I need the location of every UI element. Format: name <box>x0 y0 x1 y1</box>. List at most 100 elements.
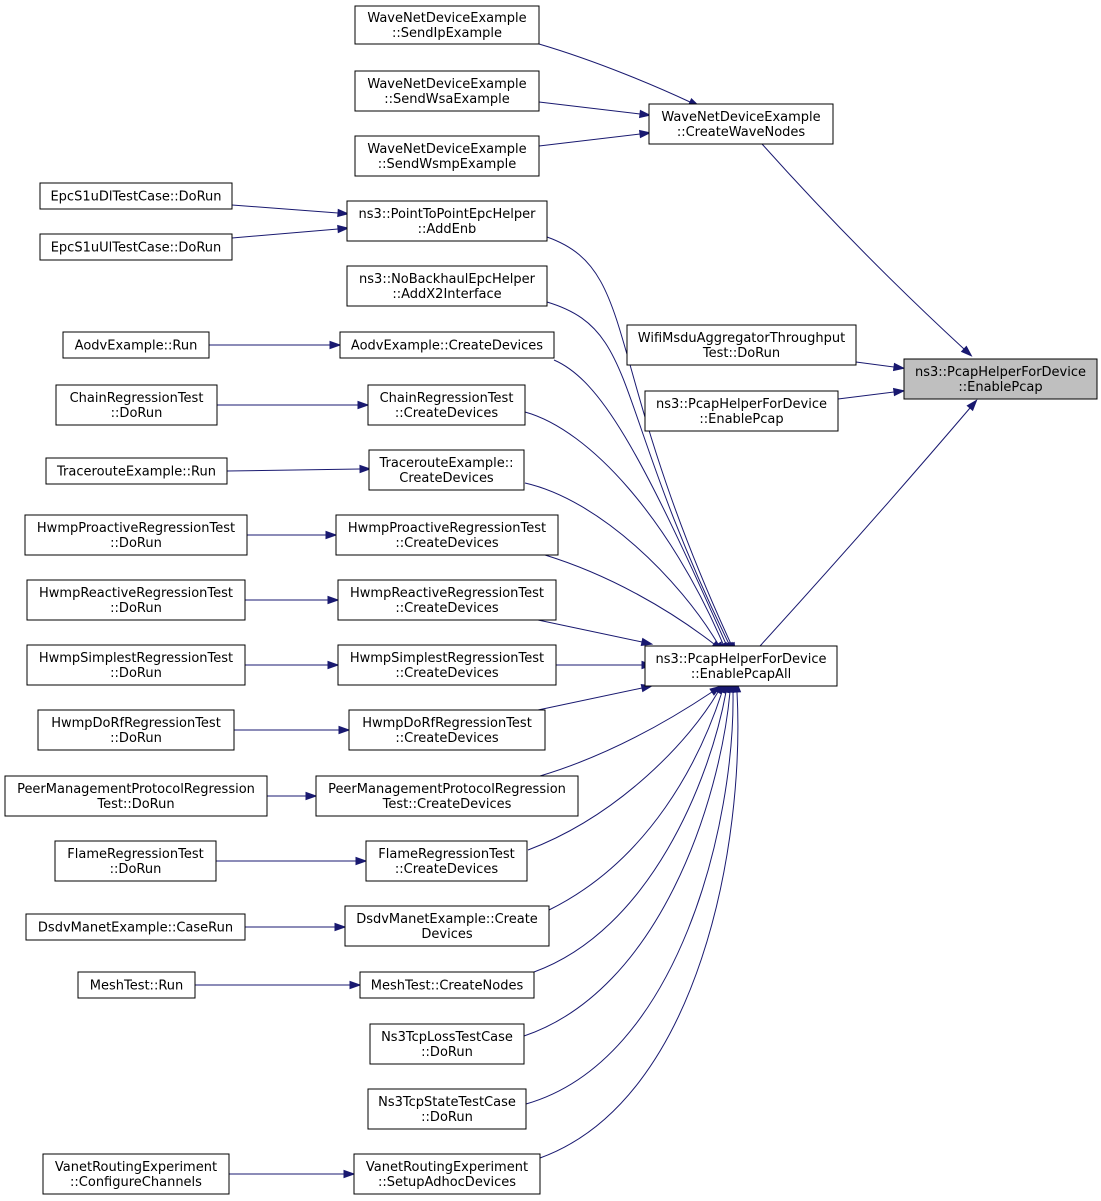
arrowhead-icon <box>359 464 372 474</box>
node-label-line: ::EnablePcap <box>699 412 783 427</box>
node-wave-create[interactable]: WaveNetDeviceExample::CreateWaveNodes <box>648 103 834 145</box>
node-vanet-setup[interactable]: VanetRoutingExperiment::SetupAdhocDevice… <box>353 1153 541 1195</box>
node-tcp-loss[interactable]: Ns3TcpLossTestCase::DoRun <box>369 1023 525 1065</box>
edge-line <box>538 133 641 147</box>
node-hsim-run[interactable]: HwmpSimplestRegressionTest::DoRun <box>26 644 246 686</box>
node-box <box>626 324 857 366</box>
node-dsdv-cd[interactable]: DsdvManetExample::CreateDevices <box>344 905 550 947</box>
edge-hrea_run-to-hrea_cd <box>245 595 340 605</box>
node-label-line: ::DoRun <box>421 1045 473 1060</box>
edge-line <box>537 687 643 711</box>
edge-wave_ip-to-wave_create <box>538 43 701 107</box>
node-box <box>337 579 557 621</box>
node-box <box>39 182 233 210</box>
edge-line <box>855 361 895 368</box>
node-pcap-enable[interactable]: ns3::PcapHelperForDevice::EnablePcap <box>644 390 839 432</box>
edge-dsdv_run-to-dsdv_cd <box>245 922 347 932</box>
node-wave-wsmp[interactable]: WaveNetDeviceExample::SendWsmpExample <box>354 135 540 177</box>
arrowhead-icon <box>305 791 318 801</box>
node-flame-cd[interactable]: FlameRegressionTest::CreateDevices <box>365 840 528 882</box>
node-chain-run[interactable]: ChainRegressionTest::DoRun <box>55 384 218 426</box>
edge-line <box>538 43 691 103</box>
node-label-line: WaveNetDeviceExample <box>367 11 526 26</box>
node-aodv-run[interactable]: AodvExample::Run <box>62 331 210 359</box>
node-hdo-cd[interactable]: HwmpDoRfRegressionTest::CreateDevices <box>348 709 546 751</box>
node-label-line: MeshTest::Run <box>90 979 184 994</box>
node-box <box>368 449 525 491</box>
node-label-line: ::AddEnb <box>418 222 477 237</box>
node-label-line: ::EnablePcapAll <box>691 667 791 682</box>
arrowhead-icon <box>892 362 906 372</box>
node-p2p-addenb[interactable]: ns3::PointToPointEpcHelper::AddEnb <box>346 200 548 242</box>
node-nobackhaul[interactable]: ns3::NoBackhaulEpcHelper::AddX2Interface <box>346 265 548 307</box>
node-pcap-all[interactable]: ns3::PcapHelperForDevice::EnablePcapAll <box>644 645 838 687</box>
node-aodv-cd[interactable]: AodvExample::CreateDevices <box>339 331 555 359</box>
node-mesh-cn[interactable]: MeshTest::CreateNodes <box>359 971 535 999</box>
node-label-line: Test::CreateDevices <box>382 797 512 812</box>
node-hrea-cd[interactable]: HwmpReactiveRegressionTest::CreateDevice… <box>337 579 557 621</box>
arrowhead-icon <box>327 660 340 670</box>
node-tcp-state[interactable]: Ns3TcpStateTestCase::DoRun <box>367 1088 527 1130</box>
arrowhead-icon <box>337 224 350 234</box>
node-box <box>359 971 535 999</box>
node-box <box>4 775 268 817</box>
node-box <box>903 358 1098 400</box>
node-hpro-cd[interactable]: HwmpProactiveRegressionTest::CreateDevic… <box>335 514 559 556</box>
edge-hrea_cd-to-pcap_all <box>537 619 654 647</box>
edge-line <box>533 691 727 973</box>
node-label-line: ::CreateDevices <box>395 862 498 877</box>
edge-pcap_enable-to-target <box>837 387 906 400</box>
node-vanet-cfg[interactable]: VanetRoutingExperiment::ConfigureChannel… <box>42 1153 230 1195</box>
node-label-line: ns3::PcapHelperForDevice <box>915 365 1086 380</box>
node-label-line: ::DoRun <box>111 406 163 421</box>
edge-tcp_state-to-pcap_all <box>525 680 738 1105</box>
node-label-line: WaveNetDeviceExample <box>367 142 526 157</box>
node-box <box>54 840 217 882</box>
node-hsim-cd[interactable]: HwmpSimplestRegressionTest::CreateDevice… <box>337 644 557 686</box>
node-box <box>335 514 559 556</box>
node-mesh-run[interactable]: MeshTest::Run <box>77 971 196 999</box>
node-chain-cd[interactable]: ChainRegressionTest::CreateDevices <box>367 384 526 426</box>
node-label-line: ::DoRun <box>110 536 162 551</box>
node-layer: ns3::PcapHelperForDevice::EnablePcap Wave… <box>4 5 1098 1195</box>
node-label-line: ::CreateDevices <box>395 731 498 746</box>
edge-line <box>546 236 732 645</box>
arrowhead-icon <box>343 1169 356 1179</box>
edge-trace_cd-to-pcap_all <box>524 482 724 654</box>
node-hrea-run[interactable]: HwmpReactiveRegressionTest::DoRun <box>26 579 246 621</box>
edge-line <box>546 301 730 645</box>
edge-p2p_addenb-to-pcap_all <box>546 236 736 655</box>
node-label-line: FlameRegressionTest <box>378 847 514 862</box>
node-box <box>344 905 550 947</box>
node-wave-wsa[interactable]: WaveNetDeviceExample::SendWsaExample <box>354 70 540 112</box>
node-trace-cd[interactable]: TracerouteExample::CreateDevices <box>368 449 525 491</box>
node-epc-dl[interactable]: EpcS1uDlTestCase::DoRun <box>39 182 233 210</box>
node-peer-run[interactable]: PeerManagementProtocolRegressionTest::Do… <box>4 775 268 817</box>
node-trace-run[interactable]: TracerouteExample::Run <box>45 457 228 485</box>
arrowhead-icon <box>966 399 978 412</box>
node-box <box>367 1088 527 1130</box>
node-flame-run[interactable]: FlameRegressionTest::DoRun <box>54 840 217 882</box>
node-box <box>339 331 555 359</box>
edge-hsim_run-to-hsim_cd <box>245 660 340 670</box>
node-box <box>315 775 579 817</box>
node-target[interactable]: ns3::PcapHelperForDevice::EnablePcap <box>903 358 1098 400</box>
node-label-line: VanetRoutingExperiment <box>366 1160 528 1175</box>
edge-vanet_setup-to-pcap_all <box>539 680 742 1159</box>
node-hdo-run[interactable]: HwmpDoRfRegressionTest::DoRun <box>37 709 235 751</box>
node-label-line: ::EnablePcap <box>958 380 1042 395</box>
arrowhead-icon <box>338 725 351 735</box>
node-label-line: ns3::PcapHelperForDevice <box>656 397 827 412</box>
edge-hpro_run-to-hpro_cd <box>247 530 338 540</box>
arrowhead-icon <box>639 109 652 119</box>
node-epc-ul[interactable]: EpcS1uUlTestCase::DoRun <box>39 233 233 261</box>
node-wave-ip[interactable]: WaveNetDeviceExample::SendIpExample <box>354 5 540 45</box>
node-label-line: ::SendWsmpExample <box>378 157 516 172</box>
node-hpro-run[interactable]: HwmpProactiveRegressionTest::DoRun <box>24 514 248 556</box>
edge-line <box>538 101 641 115</box>
node-dsdv-run[interactable]: DsdvManetExample::CaseRun <box>25 913 246 941</box>
node-box <box>25 913 246 941</box>
arrowhead-icon <box>337 208 350 218</box>
node-peer-cd[interactable]: PeerManagementProtocolRegressionTest::Cr… <box>315 775 579 817</box>
